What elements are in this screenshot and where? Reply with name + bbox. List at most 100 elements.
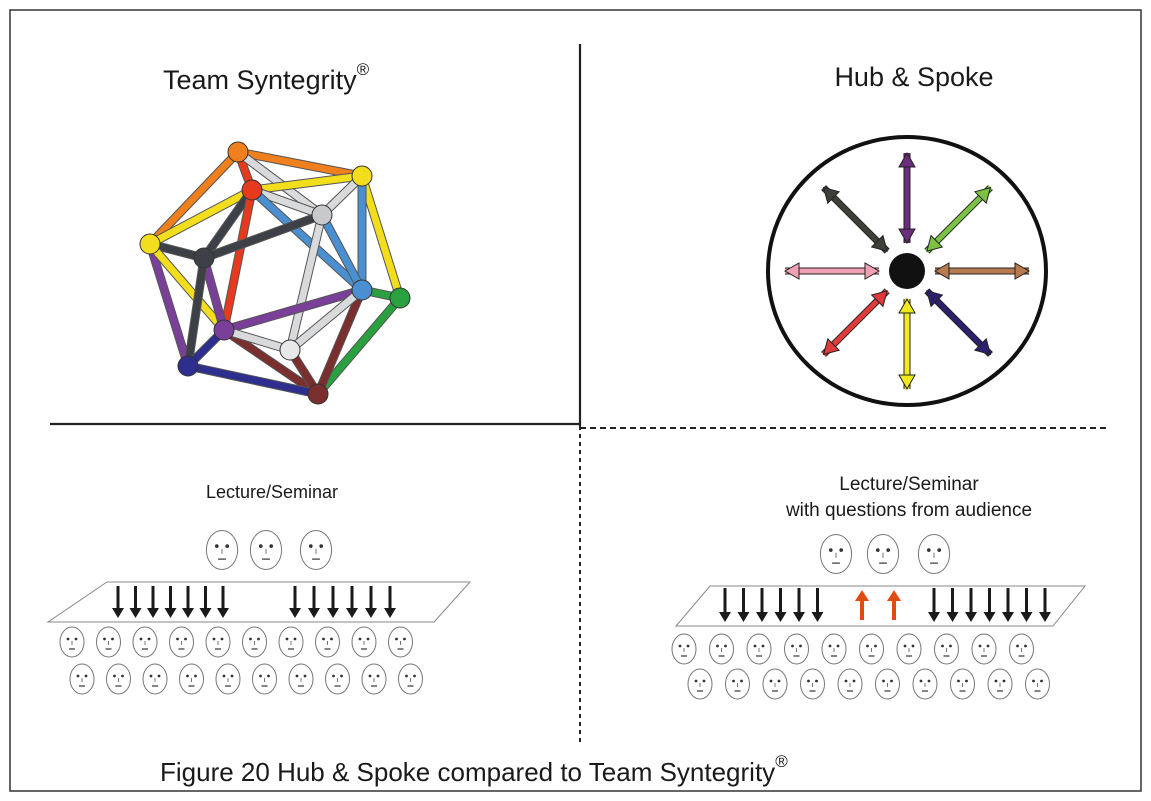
ico-edge bbox=[248, 186, 326, 219]
hub-spoke bbox=[898, 297, 916, 391]
down-arrow-head bbox=[1020, 612, 1033, 622]
face-eye bbox=[828, 644, 832, 648]
hub-arrowhead bbox=[898, 374, 916, 391]
figure-caption: Figure 20 Hub & Spoke compared to Team S… bbox=[160, 752, 788, 787]
down-arrow bbox=[737, 588, 750, 622]
down-arrow-head bbox=[946, 612, 959, 622]
down-arrow bbox=[365, 586, 377, 618]
hub-arrowhead bbox=[933, 262, 950, 280]
ico-edge bbox=[220, 186, 256, 334]
hub-spoke bbox=[898, 151, 916, 245]
ico-node bbox=[241, 179, 263, 201]
hub-spoke-line bbox=[925, 185, 993, 253]
face-eye bbox=[113, 674, 116, 678]
down-arrow bbox=[308, 586, 320, 618]
ico-edge bbox=[184, 362, 322, 398]
face-eye bbox=[761, 644, 765, 648]
face-eye bbox=[874, 644, 877, 648]
face-eye bbox=[926, 548, 931, 552]
face-eye bbox=[994, 679, 998, 683]
face-icon bbox=[205, 530, 239, 570]
face-eye bbox=[886, 548, 891, 552]
down-arrow bbox=[719, 588, 731, 622]
hub-center bbox=[889, 253, 925, 289]
lecture-qa-title-line1: Lecture/Seminar bbox=[839, 474, 979, 495]
face-icon bbox=[388, 626, 413, 658]
face-eye bbox=[319, 544, 324, 548]
face-eye bbox=[395, 637, 398, 641]
caption-registered-mark: ® bbox=[775, 752, 788, 771]
down-arrow-head bbox=[756, 612, 768, 622]
face-icon bbox=[746, 633, 772, 665]
lecture-floor-plane bbox=[46, 581, 472, 623]
face-icon bbox=[278, 626, 304, 658]
face-eye bbox=[732, 679, 735, 683]
down-arrow bbox=[289, 586, 301, 618]
icosahedron-diagram bbox=[139, 141, 411, 405]
down-arrow-head bbox=[774, 612, 787, 622]
down-arrow bbox=[384, 586, 396, 618]
ico-node bbox=[311, 204, 333, 226]
down-arrow-head bbox=[289, 608, 301, 618]
face-icon bbox=[215, 663, 241, 695]
face-eye bbox=[807, 679, 810, 683]
down-arrow bbox=[793, 588, 805, 622]
face-eye bbox=[220, 637, 224, 641]
face-icon bbox=[1025, 668, 1050, 700]
hub-arrowhead bbox=[822, 337, 841, 356]
face-eye bbox=[844, 679, 848, 683]
down-arrow bbox=[756, 588, 768, 622]
face-eye bbox=[716, 644, 719, 648]
hub-arrowhead bbox=[926, 290, 944, 308]
hub-arrowhead bbox=[783, 262, 800, 280]
face-eye bbox=[828, 548, 833, 552]
face-eye bbox=[965, 679, 968, 683]
down-arrow-head bbox=[147, 608, 159, 618]
down-arrow-head bbox=[129, 608, 142, 618]
face-icon bbox=[934, 633, 959, 665]
face-icon bbox=[971, 633, 997, 665]
face-icon bbox=[859, 633, 884, 665]
hub-arrowhead bbox=[898, 228, 916, 245]
face-icon bbox=[784, 633, 809, 665]
ico-node bbox=[193, 247, 215, 269]
face-icon bbox=[361, 663, 387, 695]
face-icon bbox=[912, 668, 938, 700]
down-arrow bbox=[983, 588, 996, 622]
ico-edge bbox=[146, 240, 228, 334]
ico-edge bbox=[248, 186, 366, 294]
down-arrow-head bbox=[217, 608, 229, 618]
down-arrow bbox=[774, 588, 787, 622]
ico-node bbox=[389, 287, 411, 309]
face-icon bbox=[950, 668, 975, 700]
registered-mark: ® bbox=[357, 60, 370, 79]
down-arrow-head bbox=[928, 612, 940, 622]
down-arrow bbox=[217, 586, 229, 618]
face-eye bbox=[258, 544, 263, 548]
down-arrow-head bbox=[983, 612, 996, 622]
face-icon bbox=[205, 626, 231, 658]
ico-edge bbox=[358, 172, 404, 302]
face-eye bbox=[257, 637, 260, 641]
ico-edge bbox=[220, 286, 366, 334]
down-arrow bbox=[327, 586, 339, 618]
face-eye bbox=[249, 637, 252, 641]
face-eye bbox=[147, 637, 151, 641]
face-eye bbox=[340, 674, 343, 678]
face-eye bbox=[1024, 644, 1027, 648]
down-arrow-head bbox=[793, 612, 805, 622]
face-eye bbox=[678, 644, 682, 648]
hub-and-spoke-diagram bbox=[766, 135, 1048, 407]
lecture-qa-floor-plane bbox=[674, 585, 1087, 627]
face-eye bbox=[903, 644, 907, 648]
team-syntegrity-title: Team Syntegrity® bbox=[163, 60, 370, 95]
face-eye bbox=[368, 674, 372, 678]
down-arrow bbox=[1039, 588, 1051, 622]
hub-spoke bbox=[924, 288, 993, 357]
ico-edge bbox=[200, 254, 228, 334]
hub-arrowhead bbox=[864, 262, 881, 280]
face-icon bbox=[315, 626, 340, 658]
face-icon bbox=[821, 633, 847, 665]
down-arrow bbox=[1002, 588, 1014, 622]
